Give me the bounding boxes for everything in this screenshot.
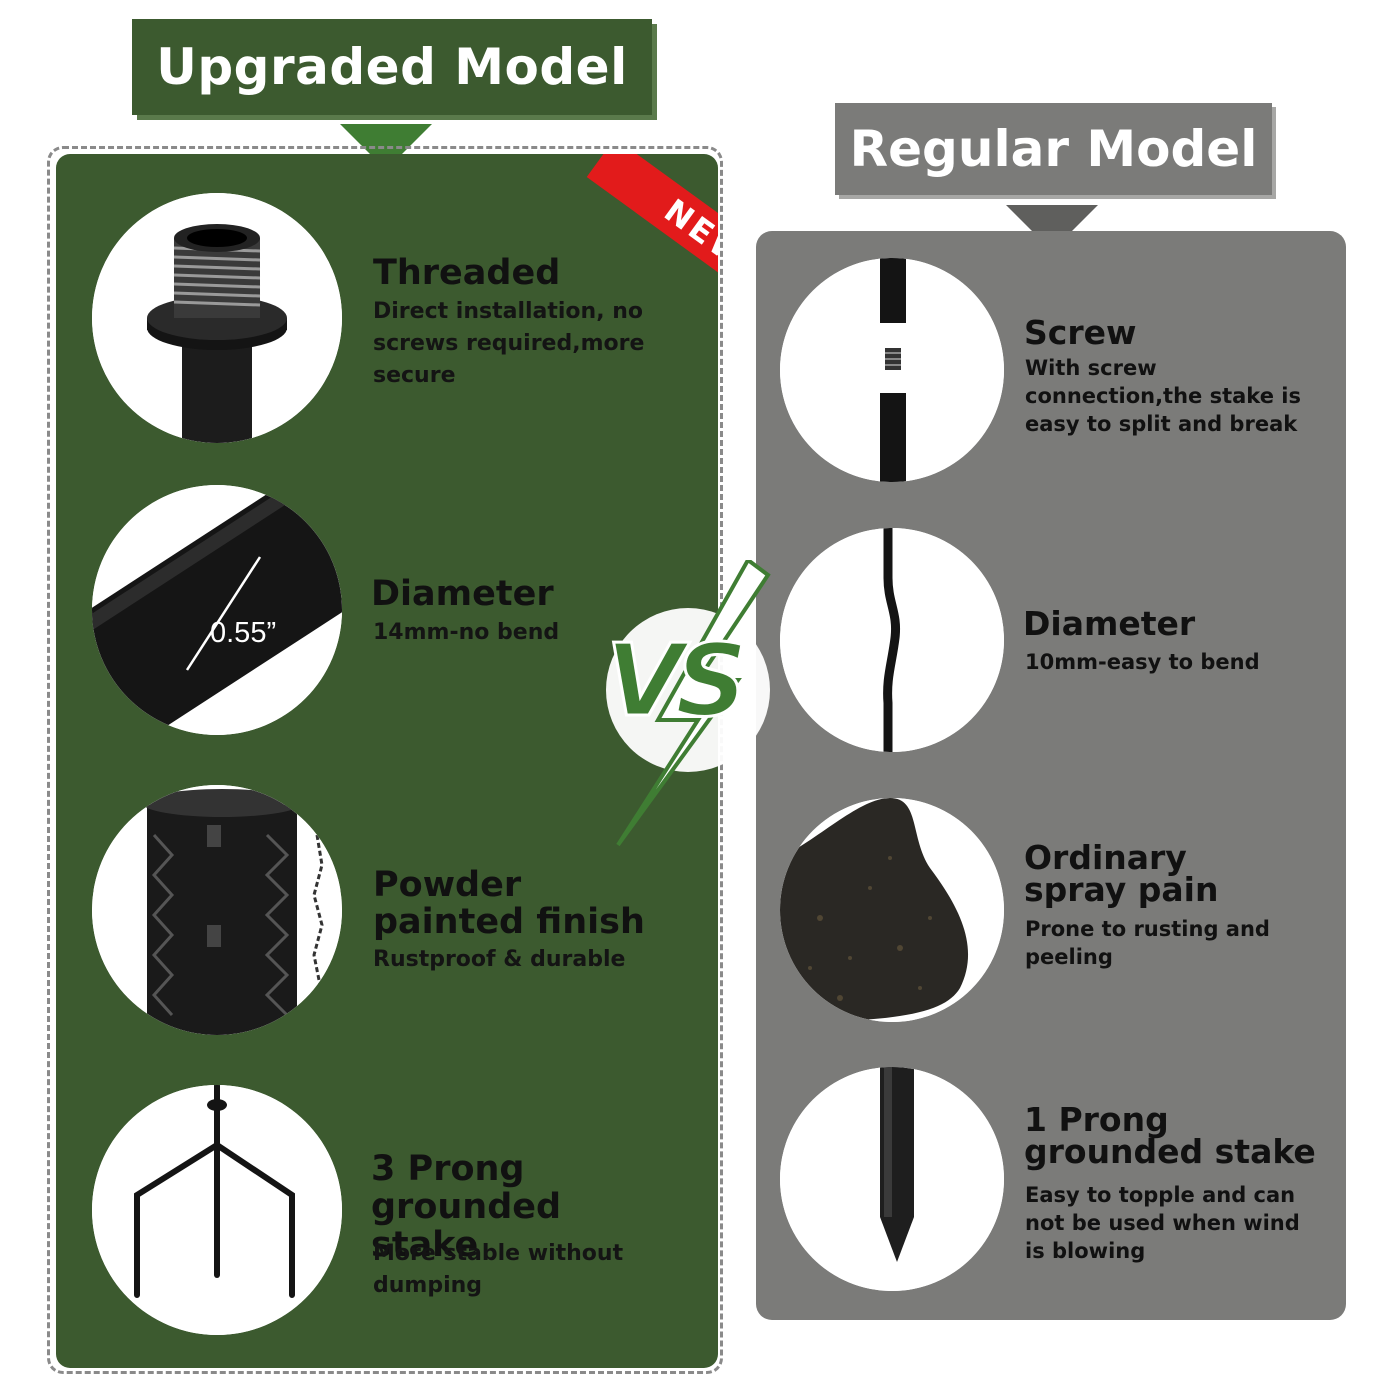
regular-model-title: Regular Model <box>849 120 1258 178</box>
feature-desc-screw: With screw connection,the stake is easy … <box>1025 356 1301 436</box>
feature-desc-diameter-regular: 10mm-easy to bend <box>1025 650 1260 674</box>
lightning-bolt-icon <box>606 557 771 847</box>
vs-label: VS <box>604 621 748 741</box>
feature-title-diameter-upgraded: Diameter <box>371 574 554 614</box>
upgraded-model-header: Upgraded Model <box>132 19 652 115</box>
feature-desc-diameter-upgraded: 14mm-no bend <box>373 620 560 645</box>
threaded-connector-icon <box>92 193 342 443</box>
bent-rod-icon <box>780 528 1004 752</box>
regular-model-header: Regular Model <box>835 103 1272 195</box>
feature-title-spray-paint: Ordinary spray pain <box>1024 838 1219 909</box>
feature-title-screw: Screw <box>1024 313 1137 352</box>
new-badge-label: NEW <box>657 191 718 277</box>
rusty-finish-icon <box>780 798 1004 1022</box>
feature-title-one-prong: 1 Prong grounded stake <box>1024 1100 1316 1171</box>
screw-connector-icon <box>780 258 1004 482</box>
thick-tube-icon: 0.55” <box>92 485 342 735</box>
feature-desc-spray-paint: Prone to rusting and peeling <box>1025 917 1270 969</box>
feature-desc-one-prong: Easy to topple and can not be used when … <box>1025 1183 1300 1263</box>
three-prong-stake-icon <box>92 1085 342 1335</box>
feature-title-diameter-regular: Diameter <box>1023 604 1196 643</box>
feature-title-threaded: Threaded <box>373 253 561 293</box>
feature-desc-three-prong: More stable without dumping <box>373 1241 624 1298</box>
feature-desc-powder: Rustproof & durable <box>373 947 626 972</box>
feature-desc-threaded: Direct installation, no screws required,… <box>373 299 645 388</box>
upgraded-model-title: Upgraded Model <box>156 38 628 96</box>
feature-title-powder: Powder painted finish <box>373 865 645 942</box>
feature-title-three-prong: 3 Prong grounded stake <box>371 1149 562 1265</box>
single-prong-stake-icon <box>780 1067 1004 1291</box>
vs-badge: VS <box>588 557 788 850</box>
lantern-finish-icon <box>92 785 342 1035</box>
diameter-measure-label: 0.55” <box>210 617 277 649</box>
